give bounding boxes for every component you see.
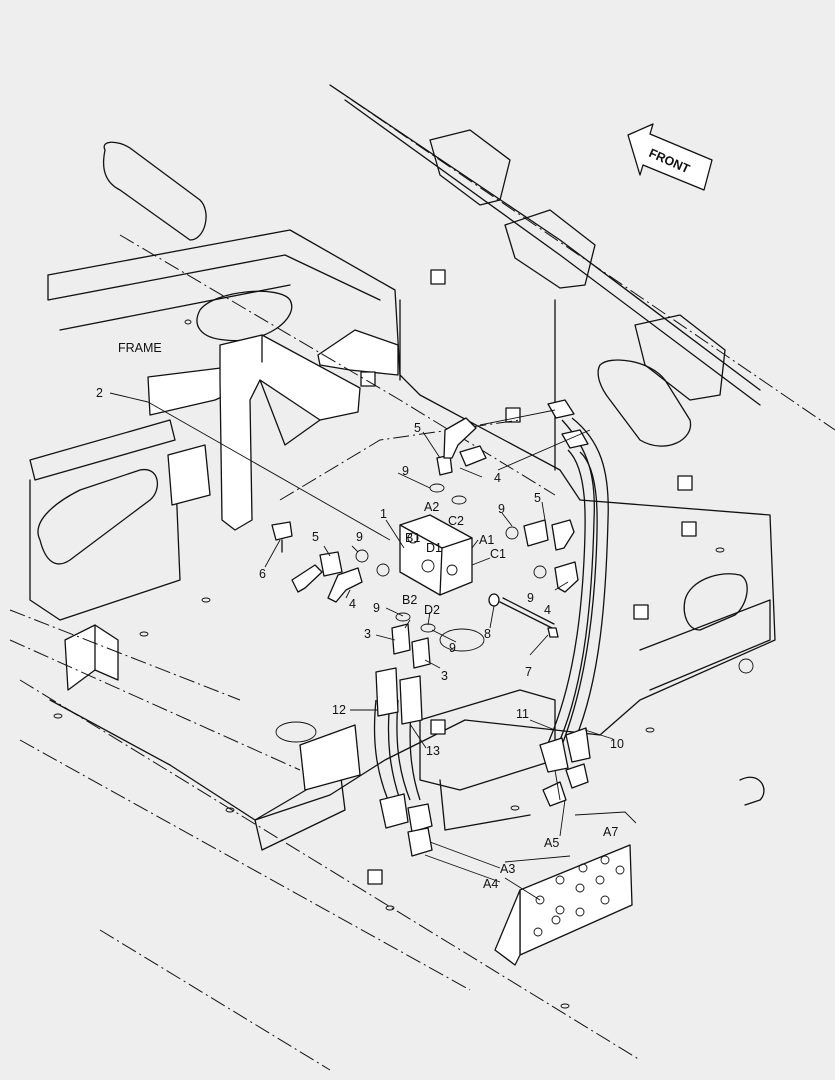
fittings xyxy=(271,417,579,669)
o-ring-3 xyxy=(505,526,519,540)
port-label-a1: A1 xyxy=(479,533,494,547)
port-label-c1: C1 xyxy=(490,547,506,561)
callout-9-lower-right: 9 xyxy=(449,641,456,655)
o-ring-1 xyxy=(429,483,445,493)
o-ring-4 xyxy=(355,549,369,563)
o-ring-6 xyxy=(533,565,547,579)
callout-5-left: 5 xyxy=(312,530,319,544)
o-ring-2 xyxy=(451,495,467,505)
leader-lines xyxy=(109,392,637,901)
port-plate xyxy=(494,844,633,966)
port-d1-face: D1 xyxy=(426,541,442,555)
port-label-a4: A4 xyxy=(483,877,498,891)
port-b1-face: B1 xyxy=(405,531,420,545)
callout-9-left: 9 xyxy=(356,530,363,544)
o-ring-7 xyxy=(395,612,411,622)
frame-label: FRAME xyxy=(118,341,162,355)
callout-8: 8 xyxy=(484,627,491,641)
callout-12: 12 xyxy=(332,703,346,717)
hoses xyxy=(373,399,609,857)
callout-4-right: 4 xyxy=(544,603,551,617)
callouts: 2 1 5 9 4 5 9 5 9 4 4 9 6 9 9 3 3 8 7 11… xyxy=(96,386,624,891)
valve-block: B1 D1 xyxy=(399,514,473,596)
callout-6: 6 xyxy=(259,567,266,581)
port-label-a7: A7 xyxy=(603,825,618,839)
callout-3-right: 3 xyxy=(441,669,448,683)
port-label-b2: B2 xyxy=(402,593,417,607)
callout-1: 1 xyxy=(380,507,387,521)
callout-11: 11 xyxy=(516,707,529,721)
callout-9-lower-left: 9 xyxy=(373,601,380,615)
o-ring-5 xyxy=(376,563,390,577)
callout-10: 10 xyxy=(610,737,624,751)
frame-structure xyxy=(29,84,776,1009)
port-label-a2: A2 xyxy=(424,500,439,514)
front-arrow: FRONT xyxy=(627,123,713,191)
callout-4-left: 4 xyxy=(349,597,356,611)
callout-13: 13 xyxy=(426,744,440,758)
callout-5-right: 5 xyxy=(534,491,541,505)
callout-4-upper: 4 xyxy=(494,471,501,485)
port-label-d2: D2 xyxy=(424,603,440,617)
port-label-a5: A5 xyxy=(544,836,559,850)
port-label-a3: A3 xyxy=(500,862,515,876)
callout-5-upper: 5 xyxy=(414,421,421,435)
callout-9-right-upper: 9 xyxy=(498,502,505,516)
port-label-c2: C2 xyxy=(448,514,464,528)
callout-9-upper: 9 xyxy=(402,464,409,478)
callout-9-right-lower: 9 xyxy=(527,591,534,605)
callout-7: 7 xyxy=(525,665,532,679)
hidden-lines xyxy=(9,84,835,1071)
callout-3-left: 3 xyxy=(364,627,371,641)
callout-2: 2 xyxy=(96,386,103,400)
